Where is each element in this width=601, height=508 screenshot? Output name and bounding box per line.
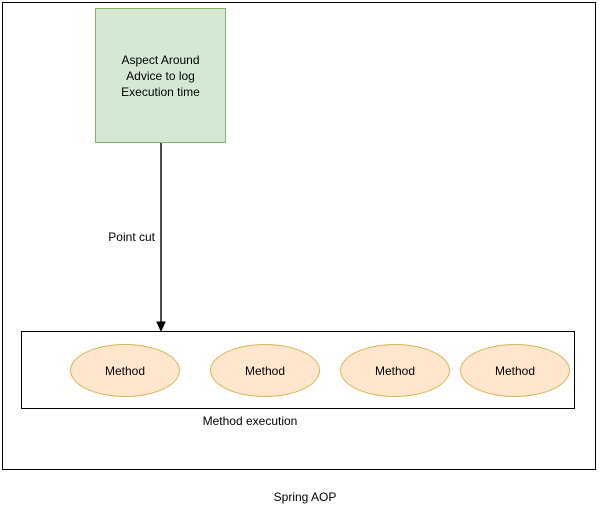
pointcut-label: Point cut [108,230,155,244]
method-ellipse[interactable]: Method [70,344,180,397]
aspect-box-line-1: Aspect Around [121,52,200,67]
diagram-caption: Spring AOP [273,490,337,504]
method-ellipse[interactable]: Method [340,344,450,397]
method-execution-label: Method execution [202,414,298,428]
method-ellipse-label: Method [374,363,416,378]
method-ellipse[interactable]: Method [210,344,320,397]
method-ellipse[interactable]: Method [460,344,570,397]
method-ellipse-label: Method [104,363,146,378]
aspect-around-advice-box[interactable]: Aspect Around Advice to log Execution ti… [95,8,226,143]
method-ellipse-label: Method [244,363,286,378]
aspect-box-line-2: Advice to log [126,68,195,83]
method-ellipse-label: Method [494,363,536,378]
aspect-box-line-3: Execution time [121,84,200,99]
